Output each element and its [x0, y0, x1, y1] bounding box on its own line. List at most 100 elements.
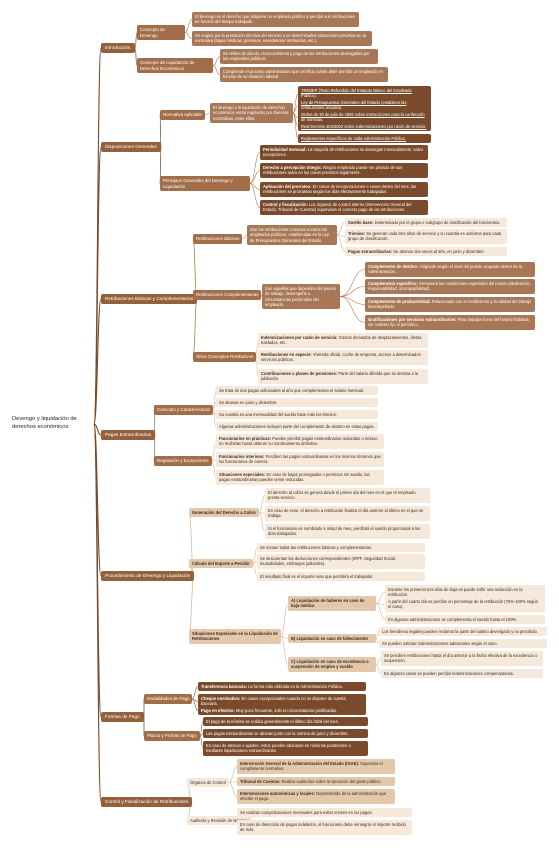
- complemento-2[interactable]: Complemento específico: Remunera las con…: [365, 279, 535, 294]
- basicas-description[interactable]: Son las retribuciones comunes a todos lo…: [247, 225, 337, 245]
- paga-regulacion-1[interactable]: Funcionarios en prácticas: Pueden percib…: [216, 434, 384, 449]
- auditoria-1[interactable]: Se realizan comprobaciones mensuales par…: [237, 808, 412, 818]
- organo-1[interactable]: Intervención General de la Administració…: [237, 759, 395, 774]
- basica-3[interactable]: Pagas extraordinarias: Se abonan dos vec…: [345, 247, 507, 257]
- topic-concepto-devengo[interactable]: Concepto de Devengo: [137, 25, 185, 41]
- connector-sa-saList-0: [375, 592, 386, 604]
- sit-a-3[interactable]: En algunas administraciones se complemen…: [385, 615, 545, 625]
- sit-c-2[interactable]: En algunos casos se pueden percibir inde…: [381, 669, 543, 679]
- connector-g1-orgList-0: [228, 766, 238, 783]
- connector-sb-sbList-1: [375, 638, 380, 644]
- otro-concepto-1[interactable]: Indemnizaciones por razón de servicio: G…: [258, 333, 428, 348]
- connector-r2t-compList-1: [339, 286, 366, 297]
- topic-retribuciones-complementarias[interactable]: Retribuciones Complementarias: [193, 290, 262, 300]
- modalidad-3[interactable]: Pago en efectivo: Muy poco frecuente, so…: [198, 706, 366, 716]
- normativa-item-1[interactable]: TREBEP (Texto Refundido del Estatuto Bás…: [298, 86, 431, 101]
- paga-concepto-2[interactable]: Se abonan en junio y diciembre.: [216, 398, 378, 408]
- connector-d2-prinList-1: [249, 170, 261, 184]
- branch-disposiciones-generales[interactable]: Disposiciones Generales: [101, 142, 161, 153]
- complemento-1[interactable]: Complemento de destino: Asignado según e…: [365, 262, 535, 277]
- topic-modalidades-pago[interactable]: Modalidades de Pago: [144, 694, 193, 704]
- calculo-2[interactable]: Se descuentan las deducciones correspond…: [257, 554, 425, 569]
- paga-regulacion-3[interactable]: Situaciones especiales: En caso de bajas…: [216, 470, 384, 485]
- topic-retribuciones-basicas[interactable]: Retribuciones Básicas: [193, 234, 243, 244]
- calculo-1[interactable]: Se suman todas las retribuciones básicas…: [257, 543, 425, 553]
- topic-otros-conceptos[interactable]: Otros Conceptos Retributivos: [193, 352, 257, 362]
- connector-f1-modList-2: [191, 698, 199, 711]
- topic-principios-generales[interactable]: Principios Generales del Devengo y Liqui…: [160, 176, 250, 192]
- leaf-devengo-1[interactable]: El devengo es el derecho que adquiere un…: [192, 12, 359, 27]
- connector-root-pag: [93, 423, 102, 436]
- principio-2[interactable]: Derecho a percepción íntegra: Ningún emp…: [260, 163, 428, 178]
- plazo-3[interactable]: En caso de atrasos o ajustes, estos pued…: [203, 741, 368, 756]
- branch-retribuciones[interactable]: Retribuciones Básicas y Complementarias: [101, 294, 198, 305]
- branch-introduccion[interactable]: Introducción: [101, 43, 135, 54]
- complemento-4[interactable]: Gratificaciones por servicios extraordin…: [365, 315, 535, 330]
- topic-plazos-fechas[interactable]: Plazos y Fechas de Pago: [144, 731, 200, 741]
- topic-generacion-derecho[interactable]: Generación del Derecho a Cobro: [189, 508, 259, 518]
- generacion-2[interactable]: En caso de cese, el derecho a retribució…: [265, 506, 430, 521]
- basica-2[interactable]: Trienios: Se generan cada tres años de s…: [345, 229, 507, 244]
- connector-d2-prinList-3: [249, 183, 261, 208]
- otro-concepto-2[interactable]: Retribuciones en especie: Vivienda ofici…: [258, 350, 428, 365]
- modalidad-2[interactable]: Cheque nominativo: En casos excepcionale…: [198, 694, 366, 709]
- paga-concepto-3[interactable]: Su cuantía es una mensualidad del sueldo…: [216, 410, 378, 420]
- topic-concepto-caracteristicas[interactable]: Concepto y Características: [154, 405, 213, 415]
- root-topic[interactable]: Devengo y liquidación de derechos económ…: [12, 416, 77, 430]
- normativa-item-5[interactable]: Reglamentos específicos de cada Administ…: [298, 134, 431, 144]
- paga-regulacion-2[interactable]: Funcionarios interinos: Perciben las pag…: [216, 452, 384, 467]
- topic-situaciones-especiales[interactable]: Situaciones Especiales en la Liquidación…: [189, 629, 281, 644]
- topic-regulacion-excepciones[interactable]: Regulación y Excepciones: [154, 456, 212, 466]
- connector-g1-orgList-1: [228, 781, 238, 783]
- basica-1[interactable]: Sueldo base: Determinado por el grupo o …: [345, 218, 507, 228]
- branch-control-fiscalizacion[interactable]: Control y Fiscalización de Retribuciones: [101, 797, 193, 808]
- principio-1[interactable]: Periodicidad mensual: La mayoría de retr…: [260, 145, 428, 160]
- sit-b-1[interactable]: Los herederos legales pueden reclamar la…: [379, 627, 547, 637]
- situacion-b[interactable]: B) Liquidación en caso de fallecimiento: [288, 634, 376, 644]
- connector-r2t-compList-0: [339, 269, 366, 297]
- organo-3[interactable]: Intervenciones autonómicas y locales: De…: [237, 789, 395, 804]
- generacion-3[interactable]: Si el funcionario es nombrado a mitad de…: [265, 524, 430, 539]
- branch-formas-de-pago[interactable]: Formas de Pago: [101, 712, 144, 723]
- paga-concepto-1[interactable]: Se trata de dos pagas adicionales al año…: [216, 386, 378, 396]
- situacion-a[interactable]: A) Liquidación de haberes en caso de baj…: [288, 596, 376, 611]
- topic-organos-control[interactable]: Órganos de Control: [187, 778, 229, 788]
- principio-3[interactable]: Aplicación del prorrateo: En casos de in…: [260, 182, 428, 197]
- normativa-item-2[interactable]: Ley de Presupuestos Generales del Estado…: [298, 98, 431, 113]
- modalidad-1[interactable]: Transferencia bancaria: La forma más uti…: [198, 682, 366, 692]
- leaf-liquidacion-2[interactable]: Comprende el proceso administrativo que …: [220, 67, 388, 82]
- leaf-devengo-2[interactable]: Se origina por la prestación efectiva de…: [192, 31, 372, 46]
- branch-pagas-extraordinarias[interactable]: Pagas Extraordinarias: [101, 430, 156, 441]
- organo-2[interactable]: Tribunal de Cuentas: Realiza auditorías …: [237, 777, 395, 787]
- sit-b-2[interactable]: Se pueden solicitar indemnizaciones adic…: [379, 639, 547, 649]
- plazo-2[interactable]: Las pagas extraordinarias se abonan junt…: [203, 729, 368, 739]
- paga-concepto-4[interactable]: Algunas administraciones incluyen parte …: [216, 422, 378, 432]
- normativa-item-3[interactable]: Orden de 30 de julio de 1992 sobre instr…: [298, 110, 431, 125]
- topic-auditoria-revision[interactable]: Auditoría y Revisión de Nóminas: [187, 816, 253, 826]
- sit-a-1[interactable]: Durante los primeros tres días de baja s…: [385, 585, 545, 600]
- connector-r1t-basList-2: [336, 234, 346, 252]
- connector-sa-saList-2: [375, 603, 386, 620]
- principio-4[interactable]: Control y fiscalización: Los órganos de …: [260, 200, 428, 215]
- branch-procedimiento[interactable]: Procedimiento de Devengo y Liquidación: [101, 571, 195, 582]
- otro-concepto-3[interactable]: Contribuciones a planes de pensiones: Pa…: [258, 369, 428, 384]
- sit-a-2[interactable]: A partir del cuarto día se percibe un po…: [385, 597, 545, 612]
- complemento-3[interactable]: Complemento de productividad: Relacionad…: [365, 297, 535, 312]
- auditoria-2[interactable]: En caso de detección de pagos indebidos,…: [237, 820, 412, 835]
- topic-calculo-importe[interactable]: Cálculo del Importe a Percibir: [189, 559, 253, 569]
- connector-d1t-normList-4: [292, 112, 299, 139]
- connector-g1-orgList-2: [228, 782, 238, 797]
- situacion-c[interactable]: C) Liquidación en caso de excedencia o s…: [288, 657, 376, 672]
- normativa-item-4[interactable]: Real Decreto 462/2002 sobre indemnizacio…: [298, 122, 431, 132]
- topic-concepto-liquidacion[interactable]: Concepto de Liquidación de Derechos Econ…: [137, 58, 213, 74]
- plazo-1[interactable]: El pago de la nómina se realiza generalm…: [203, 717, 368, 727]
- leaf-liquidacion-1[interactable]: Se refiere al cálculo, reconocimiento y …: [220, 49, 378, 64]
- sit-c-1[interactable]: Se perciben retribuciones hasta el día a…: [381, 651, 543, 666]
- normativa-description[interactable]: El devengo y la liquidación de derechos …: [210, 103, 293, 123]
- generacion-1[interactable]: El derecho al cobro se genera desde el p…: [265, 488, 430, 503]
- topic-normativa-aplicable[interactable]: Normativa Aplicable: [160, 110, 205, 120]
- connector-c1-genList-1: [258, 512, 266, 514]
- connector-d2-prinList-0: [249, 152, 261, 184]
- calculo-3[interactable]: El resultado final es el importe neto qu…: [257, 572, 425, 582]
- complementarias-description[interactable]: Son aquellas que dependen del puesto de …: [262, 284, 340, 310]
